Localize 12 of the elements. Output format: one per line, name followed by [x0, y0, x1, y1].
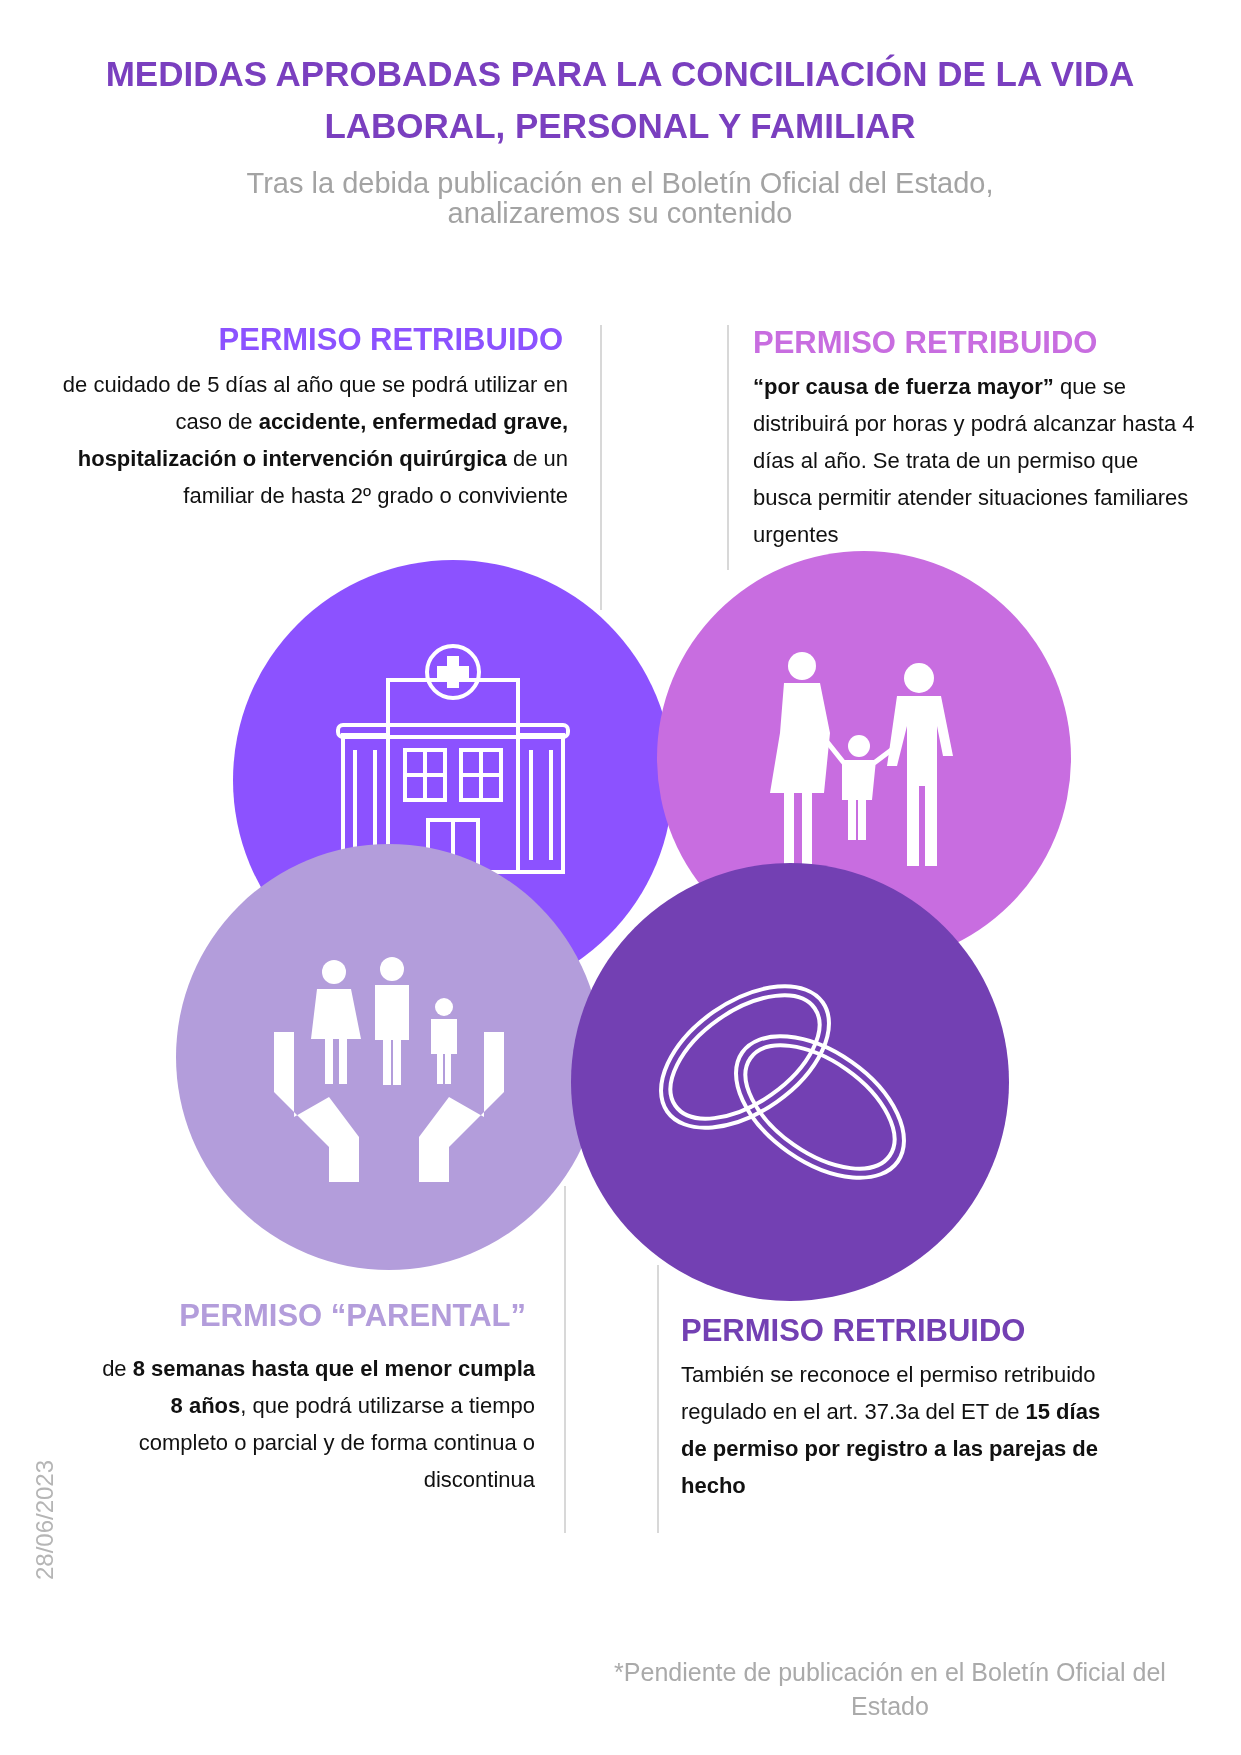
- body-text: También se reconoce el permiso retribuido regulado en el art. 37.3a del ET de 15 días de permiso por registro a las parejas de hecho: [681, 1361, 1102, 1500]
- section-heading: PERMISO RETRIBUIDO: [681, 1313, 1027, 1349]
- body-text: “por causa de fuerza mayor” que se distribuirá por horas y podrá alcanzar hasta 4 días al año. Se trata de un permiso que busca permitir atender situaciones familiares urgentes: [753, 373, 1196, 549]
- date-text: 28/06/2023: [30, 1458, 59, 1583]
- section-heading: PERMISO “PARENTAL”: [178, 1298, 526, 1334]
- body-text: de cuidado de 5 días al año que se podrá utilizar en caso de accidente, enfermedad grave, hospitalización o intervención quirúrgica de un familiar de hasta 2º grado o conviviente: [61, 371, 568, 510]
- footnote: *Pendiente de publicación en el Boletín Oficial del Estado: [613, 1657, 1167, 1722]
- section-heading: PERMISO RETRIBUIDO: [753, 325, 1099, 361]
- section-heading: PERMISO RETRIBUIDO: [217, 322, 563, 358]
- title: MEDIDAS APROBADAS PARA LA CONCILIACIÓN DE LA VIDA LABORAL, PERSONAL Y FAMILIAR: [104, 53, 1136, 147]
- body-text: de 8 semanas hasta que el menor cumpla 8 años, que podrá utilizarse a tiempo completo o parcial y de forma continua o discontinua: [101, 1355, 535, 1494]
- subtitle: Tras la debida publicación en el Boletín Oficial del Estado, analizaremos su contenido: [245, 168, 995, 228]
